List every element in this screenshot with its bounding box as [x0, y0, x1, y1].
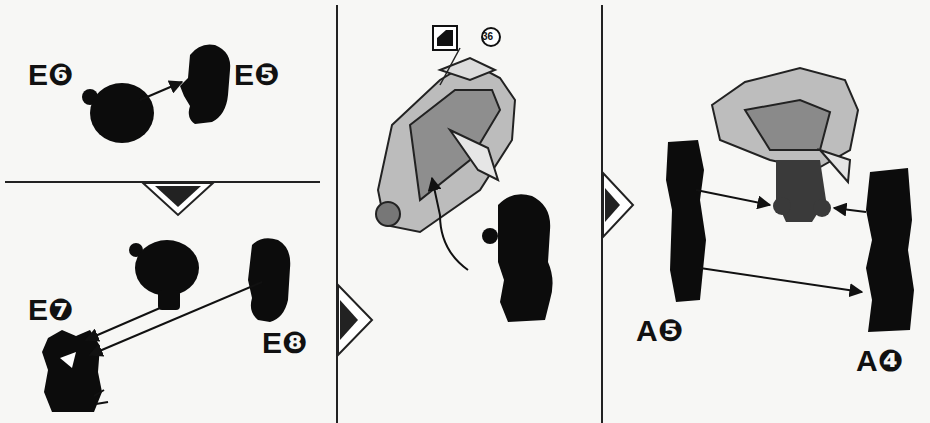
part-number: E❽: [262, 328, 307, 358]
part-silhouette: [482, 194, 553, 322]
part-number: E❻: [28, 60, 73, 90]
sticker-icon: [433, 26, 500, 85]
torso-part: [376, 58, 515, 232]
part-number: E❺: [234, 60, 279, 90]
panel-divider: [336, 5, 338, 423]
part-silhouette: [773, 160, 831, 222]
part-silhouette: [82, 44, 230, 143]
step-arrow: [143, 183, 213, 215]
step-arrow: [338, 285, 372, 355]
part-number: E❼: [28, 295, 73, 325]
sticker-number: 36: [482, 32, 493, 42]
part-number: A❹: [856, 346, 903, 376]
part-silhouette: [42, 238, 290, 412]
part-silhouette: [666, 140, 914, 332]
step-arrow: [603, 173, 633, 237]
part-number: A❺: [636, 316, 683, 346]
